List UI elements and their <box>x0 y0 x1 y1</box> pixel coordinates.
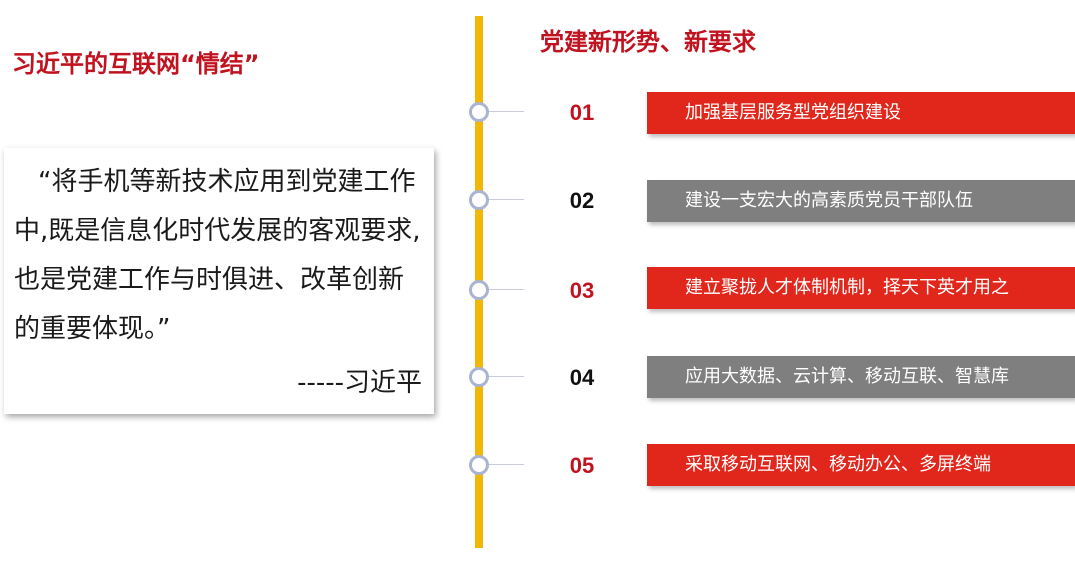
quote-box: “将手机等新技术应用到党建工作中,既是信息化时代发展的客观要求,也是党建工作与时… <box>4 148 434 414</box>
item-bar: 加强基层服务型党组织建设 <box>647 92 1075 134</box>
quote-author: -----习近平 <box>297 368 422 398</box>
item-number: 02 <box>569 188 595 213</box>
timeline-connector <box>488 376 524 377</box>
timeline-connector <box>488 464 524 465</box>
item-number: 04 <box>569 365 595 390</box>
timeline-node <box>469 102 489 122</box>
timeline-node <box>469 280 489 300</box>
item-number: 05 <box>569 453 595 478</box>
timeline-node <box>469 455 489 475</box>
item-number: 03 <box>569 278 595 303</box>
timeline-connector <box>488 289 524 290</box>
right-title: 党建新形势、新要求 <box>540 28 756 56</box>
item-bar: 采取移动互联网、移动办公、多屏终端 <box>647 444 1075 486</box>
left-title: 习近平的互联网“情结” <box>12 50 260 78</box>
item-bar: 建立聚拢人才体制机制，择天下英才用之 <box>647 267 1075 309</box>
timeline-connector <box>488 111 524 112</box>
item-bar: 应用大数据、云计算、移动互联、智慧库 <box>647 356 1075 398</box>
timeline-node <box>469 367 489 387</box>
timeline-node <box>469 190 489 210</box>
timeline-connector <box>488 199 524 200</box>
item-bar: 建设一支宏大的高素质党员干部队伍 <box>647 180 1075 222</box>
quote-text: “将手机等新技术应用到党建工作中,既是信息化时代发展的客观要求,也是党建工作与时… <box>14 167 421 344</box>
item-number: 01 <box>569 100 595 125</box>
